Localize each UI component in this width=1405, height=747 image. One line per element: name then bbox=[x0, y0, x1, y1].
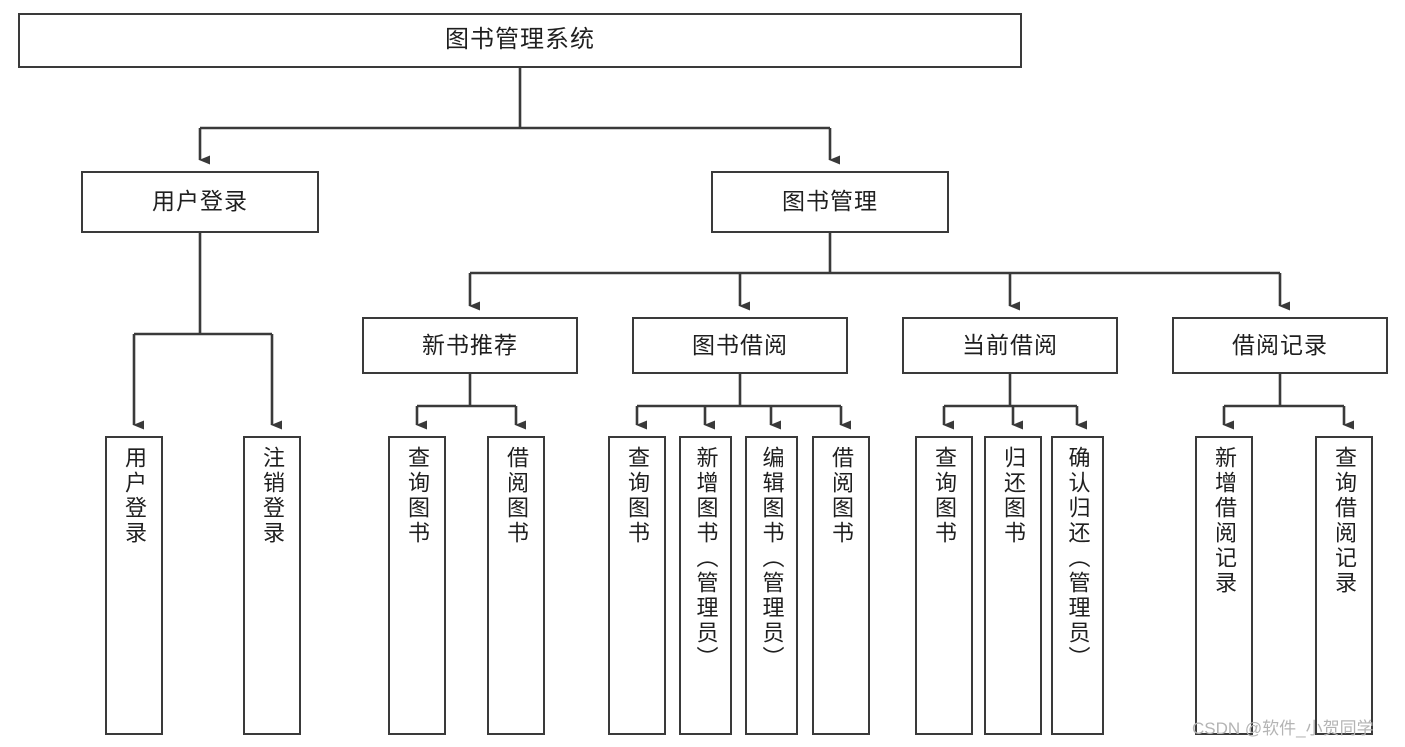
node-leaf-query-book-current[interactable]: 查询图书 bbox=[915, 436, 973, 735]
node-user-login[interactable]: 用户登录 bbox=[81, 171, 319, 233]
node-book-manage[interactable]: 图书管理 bbox=[711, 171, 949, 233]
node-leaf-logout[interactable]: 注销登录 bbox=[243, 436, 301, 735]
node-root[interactable]: 图书管理系统 bbox=[18, 13, 1022, 68]
node-leaf-user-login-label: 用户登录 bbox=[122, 446, 147, 546]
node-leaf-confirm-return[interactable]: 确认归还（管理员） bbox=[1051, 436, 1104, 735]
node-leaf-edit-book[interactable]: 编辑图书（管理员） bbox=[745, 436, 798, 735]
node-user-login-label: 用户登录 bbox=[152, 188, 248, 215]
node-leaf-logout-label: 注销登录 bbox=[260, 446, 285, 546]
node-leaf-user-login[interactable]: 用户登录 bbox=[105, 436, 163, 735]
node-leaf-add-borrow-record[interactable]: 新增借阅记录 bbox=[1195, 436, 1253, 735]
node-leaf-return-book[interactable]: 归还图书 bbox=[984, 436, 1042, 735]
node-leaf-query-borrow-record-label: 查询借阅记录 bbox=[1332, 446, 1357, 596]
node-leaf-add-borrow-record-label: 新增借阅记录 bbox=[1212, 446, 1237, 596]
node-leaf-borrow-book[interactable]: 借阅图书 bbox=[812, 436, 870, 735]
node-borrow-record[interactable]: 借阅记录 bbox=[1172, 317, 1388, 374]
node-leaf-add-book-label: 新增图书（管理员） bbox=[693, 446, 719, 671]
node-leaf-add-book[interactable]: 新增图书（管理员） bbox=[679, 436, 732, 735]
watermark-text: CSDN @软件_小贺同学 bbox=[1192, 719, 1374, 738]
node-book-manage-label: 图书管理 bbox=[782, 188, 878, 215]
node-new-book-recommend-label: 新书推荐 bbox=[422, 331, 518, 358]
node-leaf-query-book-recommend-label: 查询图书 bbox=[405, 446, 430, 546]
node-leaf-query-book-current-label: 查询图书 bbox=[932, 446, 957, 546]
node-root-label: 图书管理系统 bbox=[445, 26, 595, 54]
node-leaf-query-book-recommend[interactable]: 查询图书 bbox=[388, 436, 446, 735]
node-leaf-borrow-book-recommend-label: 借阅图书 bbox=[504, 446, 529, 546]
node-current-borrow[interactable]: 当前借阅 bbox=[902, 317, 1118, 374]
node-current-borrow-label: 当前借阅 bbox=[962, 331, 1058, 358]
node-leaf-confirm-return-label: 确认归还（管理员） bbox=[1065, 446, 1091, 671]
node-leaf-query-borrow-record[interactable]: 查询借阅记录 bbox=[1315, 436, 1373, 735]
node-leaf-return-book-label: 归还图书 bbox=[1001, 446, 1026, 546]
node-leaf-edit-book-label: 编辑图书（管理员） bbox=[759, 446, 785, 671]
node-leaf-borrow-book-recommend[interactable]: 借阅图书 bbox=[487, 436, 545, 735]
node-borrow-record-label: 借阅记录 bbox=[1232, 331, 1328, 358]
node-book-borrow[interactable]: 图书借阅 bbox=[632, 317, 848, 374]
node-new-book-recommend[interactable]: 新书推荐 bbox=[362, 317, 578, 374]
node-book-borrow-label: 图书借阅 bbox=[692, 331, 788, 358]
node-leaf-borrow-book-label: 借阅图书 bbox=[829, 446, 854, 546]
node-leaf-query-book-borrow-label: 查询图书 bbox=[625, 446, 650, 546]
node-leaf-query-book-borrow[interactable]: 查询图书 bbox=[608, 436, 666, 735]
